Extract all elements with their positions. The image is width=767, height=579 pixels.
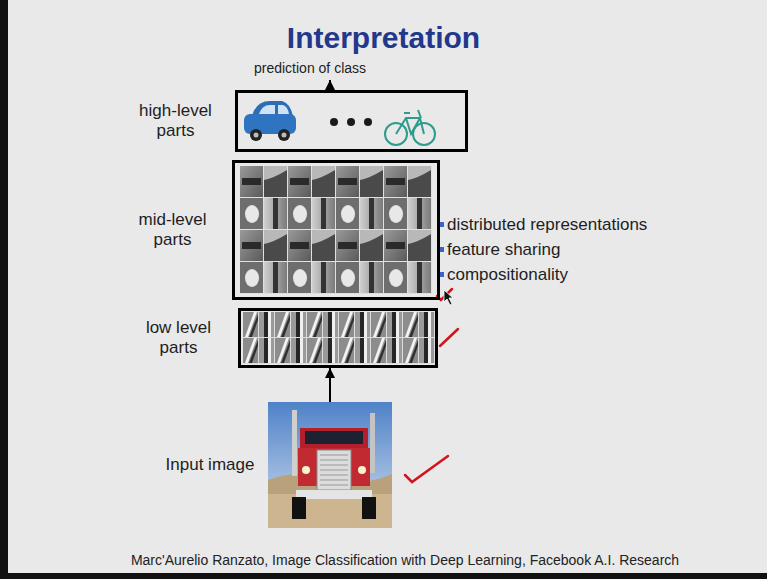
layer-label: mid-level parts [123, 210, 222, 250]
layer-label-group: high-level parts [126, 101, 225, 141]
layer-box [238, 308, 438, 368]
label-holder: compositionality [447, 265, 568, 285]
connector-arrow [329, 368, 331, 402]
check-mark [405, 289, 458, 482]
slide-edge [0, 0, 8, 579]
layer-node: high-level parts [126, 90, 468, 152]
slide-title: Interpretation [0, 20, 767, 56]
slide-edge [0, 573, 767, 579]
layer-box [235, 90, 468, 152]
car-picture [244, 101, 296, 141]
layer-box [232, 160, 440, 300]
low-level-filters [243, 312, 435, 364]
label-holder: prediction of class [250, 60, 370, 77]
layer-label: high-level parts [126, 101, 225, 141]
layer-label-group: Input image [158, 455, 262, 475]
layer-node: mid-level parts [123, 160, 440, 300]
bullet-text: distributed representations [447, 215, 647, 235]
layer-label-group: mid-level parts [123, 210, 222, 250]
source-caption: Marc'Aurelio Ranzato, Image Classificati… [43, 552, 767, 569]
layer-label-group: low level parts [129, 318, 228, 358]
label-holder: distributed representations [447, 215, 647, 235]
bullet-text: compositionality [447, 265, 568, 285]
layer-node: low level parts [129, 308, 438, 368]
output-label: prediction of class [250, 60, 370, 77]
caption-holder: Marc'Aurelio Ranzato, Image Classificati… [43, 552, 767, 569]
layer-node: Input image [158, 402, 392, 528]
truck-photo [268, 402, 392, 528]
mid-level-features [240, 166, 432, 294]
mouse-cursor [444, 290, 453, 305]
image-frame [268, 402, 392, 528]
ellipsis-dots [330, 118, 372, 126]
label-holder: feature sharing [447, 240, 560, 260]
layer-label: low level parts [129, 318, 228, 358]
slide-title-holder: Interpretation [0, 20, 767, 56]
bullet-text: feature sharing [447, 240, 560, 260]
bicycle-picture [385, 110, 435, 145]
output-arrow [329, 80, 331, 90]
layer-label: Input image [158, 455, 262, 475]
